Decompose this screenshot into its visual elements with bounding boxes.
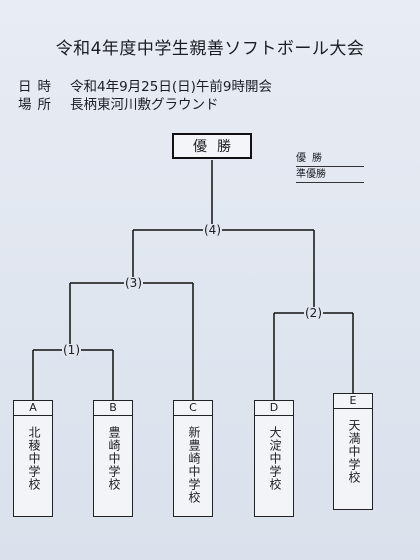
- team-letter: A: [14, 401, 52, 416]
- date-row: 日時令和4年9月25日(日)午前9時開会: [18, 75, 272, 95]
- team-c: C 新豊崎中学校: [173, 400, 213, 517]
- date-label: 日時: [18, 79, 57, 95]
- match-number-1: (1): [62, 343, 81, 357]
- team-name: 大淀中学校: [268, 426, 282, 491]
- runner-up-label: 準優勝: [296, 169, 326, 180]
- team-name: 天満中学校: [347, 419, 361, 484]
- match-number-2: (2): [304, 306, 323, 320]
- match-number-4: (4): [203, 223, 222, 237]
- venue-label: 場所: [18, 97, 57, 113]
- champion-label: 優勝: [296, 153, 328, 164]
- runner-up-result: 準優勝: [296, 165, 364, 183]
- team-letter: D: [255, 401, 293, 416]
- page-title: 令和4年度中学生親善ソフトボール大会: [55, 39, 365, 59]
- team-b: B 豊崎中学校: [93, 400, 133, 517]
- venue-row: 場所長柄東河川敷グラウンド: [18, 93, 219, 113]
- team-a: A 北稜中学校: [13, 400, 53, 517]
- team-letter: B: [94, 401, 132, 416]
- team-letter: E: [334, 394, 372, 409]
- match-number-3: (3): [124, 276, 143, 290]
- team-letter: C: [174, 401, 212, 416]
- champion-result: 優勝: [296, 149, 364, 167]
- team-name: 豊崎中学校: [107, 426, 121, 491]
- team-name: 新豊崎中学校: [187, 426, 201, 504]
- team-name: 北稜中学校: [27, 426, 41, 491]
- venue-value: 長柄東河川敷グラウンド: [70, 97, 219, 113]
- winner-box: 優勝: [172, 133, 252, 159]
- date-value: 令和4年9月25日(日)午前9時開会: [70, 79, 272, 95]
- winner-box-label: 優勝: [193, 139, 241, 155]
- team-e: E 天満中学校: [333, 393, 373, 510]
- team-d: D 大淀中学校: [254, 400, 294, 517]
